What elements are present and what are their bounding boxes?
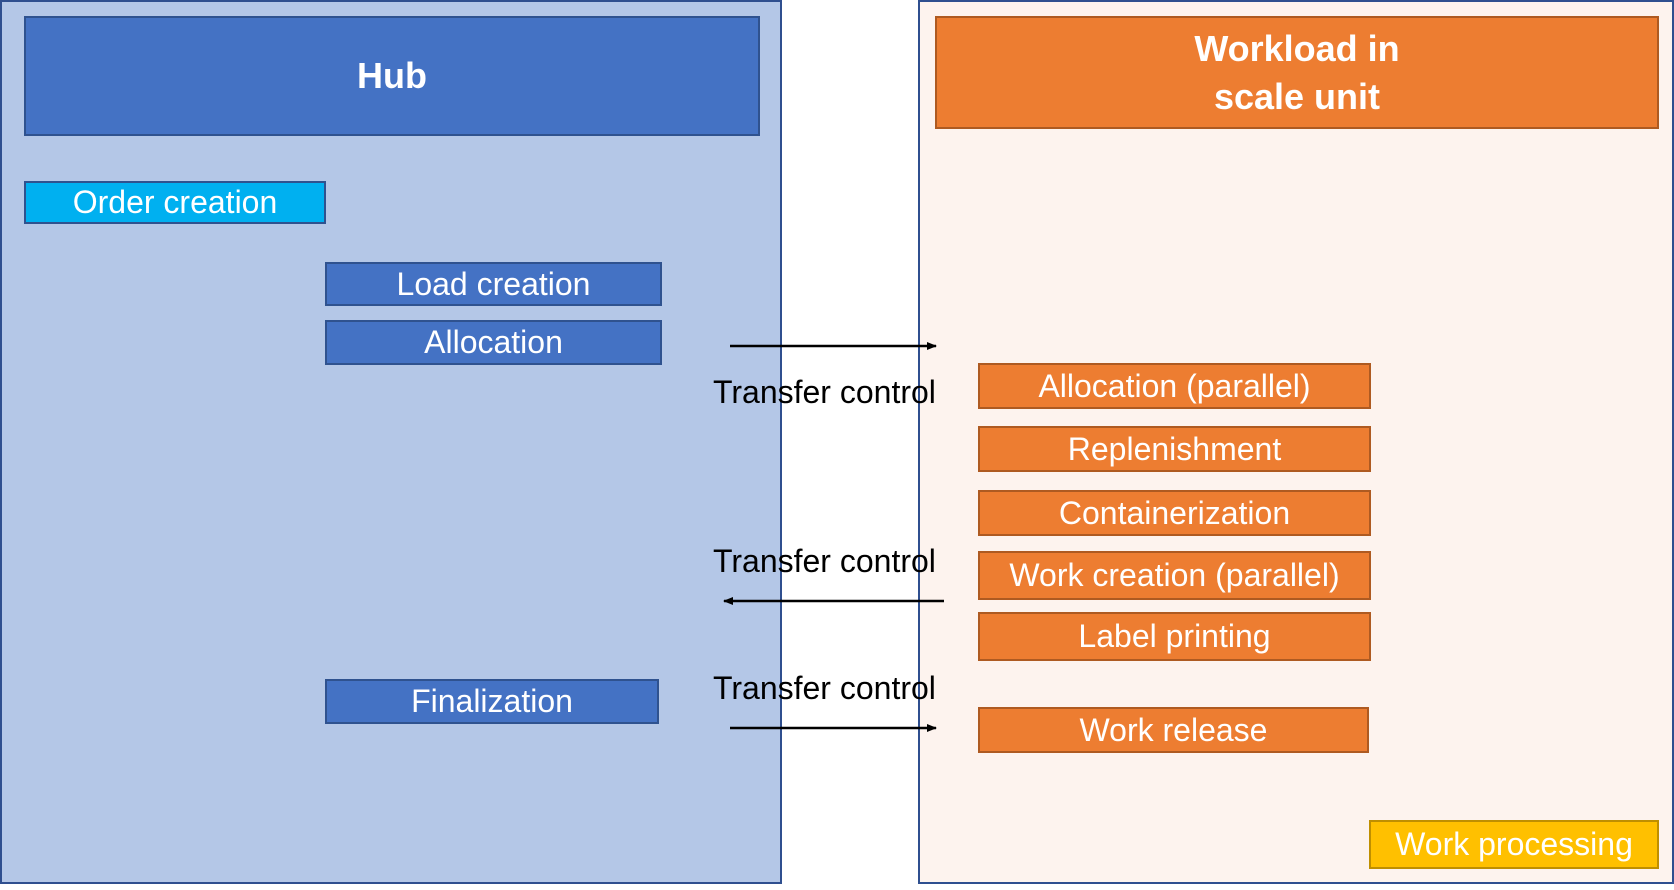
- containerization-label: Containerization: [1058, 494, 1291, 531]
- allocation-parallel-label: Allocation (parallel): [1038, 367, 1311, 404]
- label-printing-label: Label printing: [1078, 618, 1271, 654]
- allocation-label: Allocation: [424, 324, 563, 360]
- replenishment-step: Replenishment: [978, 426, 1371, 472]
- load-creation-label: Load creation: [396, 265, 591, 302]
- transfer-control-label-2: Transfer control: [713, 543, 936, 579]
- containerization-step: Containerization: [978, 490, 1371, 536]
- finalization-label: Finalization: [411, 683, 573, 719]
- label-printing-step: Label printing: [978, 612, 1371, 661]
- order-creation-label: Order creation: [72, 184, 278, 220]
- hub-title: Hub: [357, 55, 427, 96]
- work-processing-label: Work processing: [1395, 826, 1633, 862]
- workload-title-line1: Workload in: [1194, 27, 1400, 69]
- allocation-parallel-step: Allocation (parallel): [978, 363, 1371, 409]
- work-creation-parallel-label: Work creation (parallel): [1009, 557, 1340, 593]
- transfer-control-label-3: Transfer control: [713, 670, 936, 706]
- transfer-control-label-1: Transfer control: [713, 374, 936, 410]
- workload-title-line2: scale unit: [1213, 75, 1381, 117]
- order-creation-step: Order creation: [24, 181, 326, 224]
- finalization-step: Finalization: [325, 679, 659, 724]
- replenishment-label: Replenishment: [1067, 430, 1282, 467]
- work-processing-step: Work processing: [1369, 820, 1659, 869]
- hub-panel: [0, 0, 782, 884]
- load-creation-step: Load creation: [325, 262, 662, 306]
- allocation-step: Allocation: [325, 320, 662, 365]
- work-creation-parallel-step: Work creation (parallel): [978, 551, 1371, 600]
- workload-header: Workload in scale unit: [935, 16, 1659, 129]
- work-release-label: Work release: [1079, 711, 1268, 748]
- hub-header: Hub: [24, 16, 760, 136]
- work-release-step: Work release: [978, 707, 1369, 753]
